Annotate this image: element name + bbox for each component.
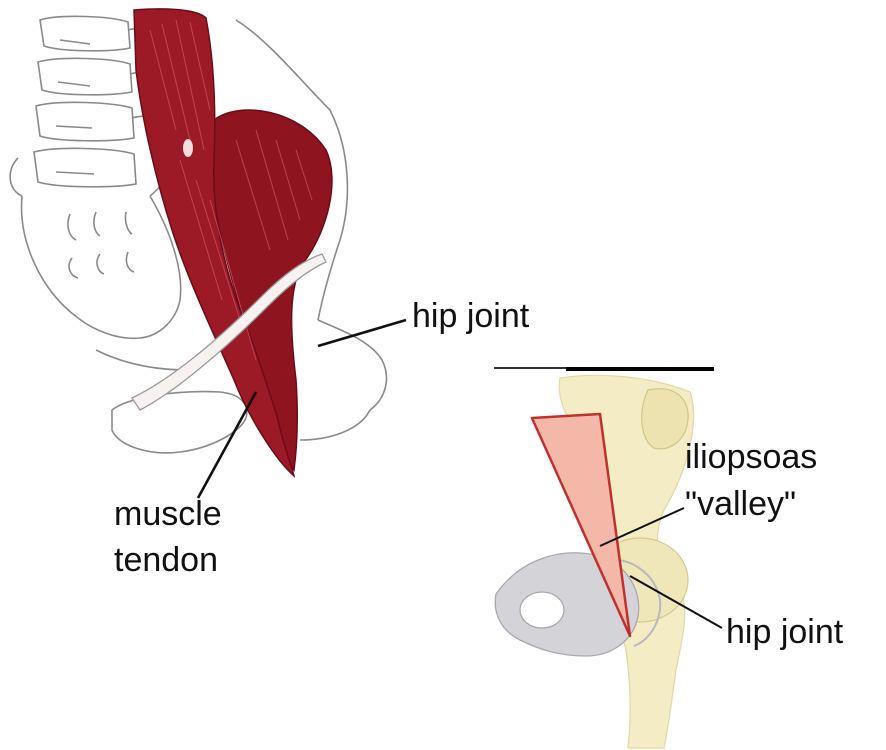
separator [494, 368, 714, 369]
label-iliopsoas: iliopsoas [685, 437, 817, 477]
hip-valley-illustration [495, 375, 722, 748]
label-hip-joint-bottom: hip joint [726, 612, 843, 652]
label-valley: "valley" [685, 484, 796, 524]
label-muscle: muscle [114, 494, 222, 534]
spine-pelvis-illustration [10, 9, 406, 498]
label-hip-joint-top: hip joint [412, 296, 529, 336]
label-tendon: tendon [114, 540, 218, 580]
tendon-highlight [183, 139, 193, 157]
leader-line-hip-joint-top [318, 320, 406, 346]
obturator-foramen [520, 592, 564, 628]
